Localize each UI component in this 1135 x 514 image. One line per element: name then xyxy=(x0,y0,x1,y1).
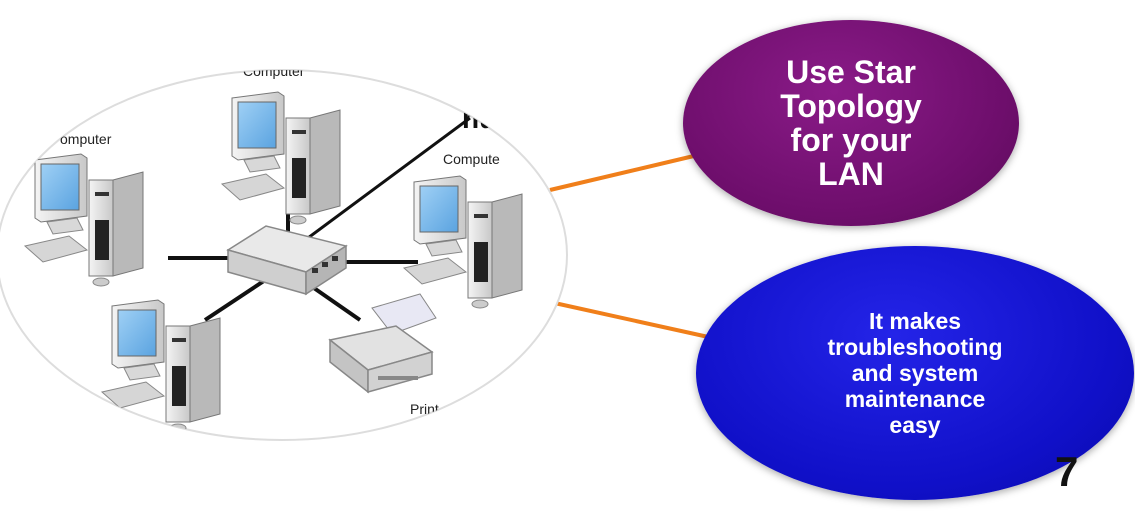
troubleshooting-text: It makes troubleshooting and system main… xyxy=(827,308,1003,438)
label-printer: Print xyxy=(410,401,439,417)
connector-line-bottom xyxy=(549,300,723,342)
hub-switch xyxy=(226,225,348,296)
cable-hub-label xyxy=(284,116,471,257)
troubleshooting-bubble: It makes troubleshooting and system main… xyxy=(696,246,1134,500)
connector-line-top xyxy=(549,153,699,192)
printer-icon xyxy=(328,293,437,394)
label-hub: hu xyxy=(462,103,496,134)
star-topology-bubble: Use Star Topology for your LAN xyxy=(683,20,1019,226)
label-computer-bottom-left: uter xyxy=(160,425,184,441)
label-computer-top: Computer xyxy=(243,63,305,79)
star-topology-text: Use Star Topology for your LAN xyxy=(780,54,922,192)
label-computer-left: omputer xyxy=(60,131,112,147)
label-computer-right: Compute xyxy=(443,151,500,167)
slide-number: 7 xyxy=(1055,448,1079,495)
